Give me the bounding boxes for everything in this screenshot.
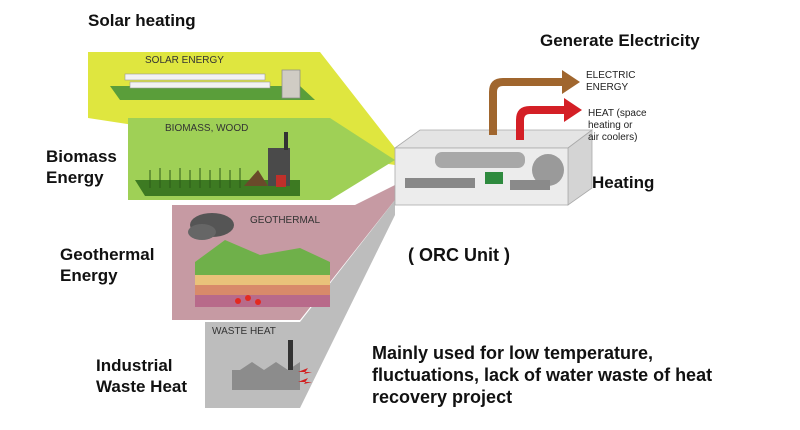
industrial-label-line2: Waste Heat xyxy=(96,377,188,396)
heating-label: Heating xyxy=(592,173,655,192)
heat-output: HEAT (space heating or air coolers) xyxy=(588,108,647,144)
geothermal-energy-label: Geothermal Energy xyxy=(60,244,154,286)
industrial-waste-heat-label: Industrial Waste Heat xyxy=(96,355,187,397)
electric-output-line1: ELECTRIC xyxy=(586,70,636,81)
geothermal-label-line1: Geothermal xyxy=(60,245,155,264)
electric-output-line2: ENERGY xyxy=(586,82,629,93)
description-line3: recovery project xyxy=(372,387,513,407)
heat-arrow xyxy=(516,98,582,140)
electric-energy-output: ELECTRIC ENERGY xyxy=(586,70,635,94)
biomass-panel-caption: BIOMASS, WOOD xyxy=(165,123,248,134)
biomass-energy-label: Biomass Energy xyxy=(46,146,117,188)
heat-output-line2: heating or xyxy=(588,120,633,131)
orc-unit-illustration xyxy=(393,129,594,206)
orc-unit-label: ( ORC Unit ) xyxy=(408,245,510,265)
geothermal-panel-caption: GEOTHERMAL xyxy=(250,215,320,226)
industrial-label-line1: Industrial xyxy=(96,356,173,375)
geothermal-panel-art xyxy=(188,213,330,307)
description-line1: Mainly used for low temperature, xyxy=(372,343,654,363)
solar-panel-caption: SOLAR ENERGY xyxy=(145,55,224,66)
generate-electricity-label: Generate Electricity xyxy=(540,31,700,50)
solar-heating-label: Solar heating xyxy=(88,11,196,30)
biomass-label-line1: Biomass xyxy=(46,147,117,166)
biomass-label-line2: Energy xyxy=(46,168,104,187)
electric-arrow xyxy=(489,70,580,135)
waste-funnel xyxy=(205,200,395,408)
waste-panel-art xyxy=(232,340,312,390)
description-line2: fluctuations, lack of water waste of hea… xyxy=(372,365,713,385)
geothermal-label-line2: Energy xyxy=(60,266,118,285)
heat-output-line1: HEAT (space xyxy=(588,108,647,119)
biomass-panel-art xyxy=(135,132,300,196)
waste-panel-caption: WASTE HEAT xyxy=(212,326,276,337)
heat-output-line3: air coolers) xyxy=(588,132,638,143)
description-text: Mainly used for low temperature, fluctua… xyxy=(372,342,712,408)
solar-panel-art xyxy=(110,69,315,100)
biomass-funnel xyxy=(128,118,395,200)
